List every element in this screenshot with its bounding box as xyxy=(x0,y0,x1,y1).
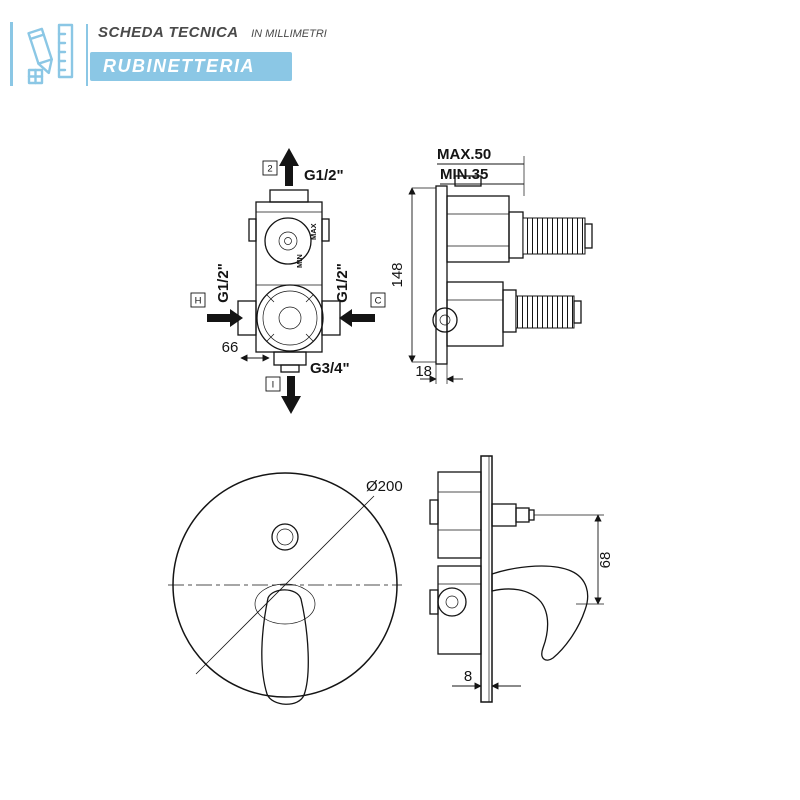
min-depth-dim: MIN.35 xyxy=(440,166,488,183)
diverter-knob-side xyxy=(491,503,535,527)
height-dim: 148 xyxy=(389,262,406,287)
cartridge-knob-lower xyxy=(515,295,575,329)
diverter-button xyxy=(271,523,299,551)
max-label: MAX xyxy=(309,223,318,240)
sheet-title: SCHEDA TECNICA xyxy=(98,24,239,41)
left-port-label: G1/2" xyxy=(215,263,232,303)
port-tag-h: H xyxy=(195,296,202,307)
projection-dim: 68 xyxy=(597,552,614,569)
valve-side-body xyxy=(432,175,593,365)
trim-front-view: Ø200 xyxy=(168,472,403,705)
flow-arrow-right xyxy=(207,309,243,327)
top-port-label: G1/2" xyxy=(304,167,344,184)
valve-side-view: MAX.50 MIN.35 148 xyxy=(389,146,593,384)
outlet-port xyxy=(432,307,458,333)
cartridge-circle xyxy=(256,284,324,352)
cartridge-knob-upper xyxy=(522,217,586,255)
flow-arrow-left xyxy=(339,309,375,327)
header-divider xyxy=(86,24,88,86)
thickness-dim: 8 xyxy=(464,668,472,685)
mixer-handle-side xyxy=(491,565,589,661)
port-tag-box-i xyxy=(265,376,281,392)
trim-plate-edge xyxy=(480,455,493,703)
upper-body-side xyxy=(429,471,482,559)
port-tag-c: C xyxy=(375,296,382,307)
port-tag-box-h xyxy=(190,292,206,308)
accent-edge-bar xyxy=(10,22,13,86)
valve-front-view: 2 G1/2" MAX MIN G1/2" xyxy=(190,148,386,414)
port-tag-2: 2 xyxy=(267,164,272,175)
mixer-handle-front xyxy=(261,589,309,705)
flow-arrow-down xyxy=(281,376,301,414)
brand-label: RUBINETTERIA xyxy=(103,56,255,76)
right-port-label: G1/2" xyxy=(334,263,351,303)
max-depth-dim: MAX.50 xyxy=(437,146,491,163)
trim-side-view: 68 8 xyxy=(429,455,614,703)
diameter-dim: Ø200 xyxy=(366,478,403,495)
lower-body-side xyxy=(429,565,482,655)
width-dim: 66 xyxy=(222,339,239,356)
sheet-subtitle: IN MILLIMETRI xyxy=(251,28,327,40)
valve-body xyxy=(237,189,341,373)
bottom-port-label: G3/4" xyxy=(310,360,350,377)
brand-badge: RUBINETTERIA xyxy=(90,52,292,81)
flow-arrow-up xyxy=(279,148,299,186)
port-tag-i: I xyxy=(272,380,275,391)
drafting-tools-icon xyxy=(26,22,80,86)
min-label: MIN xyxy=(295,254,304,268)
port-tag-box-c xyxy=(370,292,386,308)
base-depth-dim: 18 xyxy=(415,363,432,380)
port-tag-box-2 xyxy=(262,160,278,176)
handle-collar xyxy=(254,583,316,625)
